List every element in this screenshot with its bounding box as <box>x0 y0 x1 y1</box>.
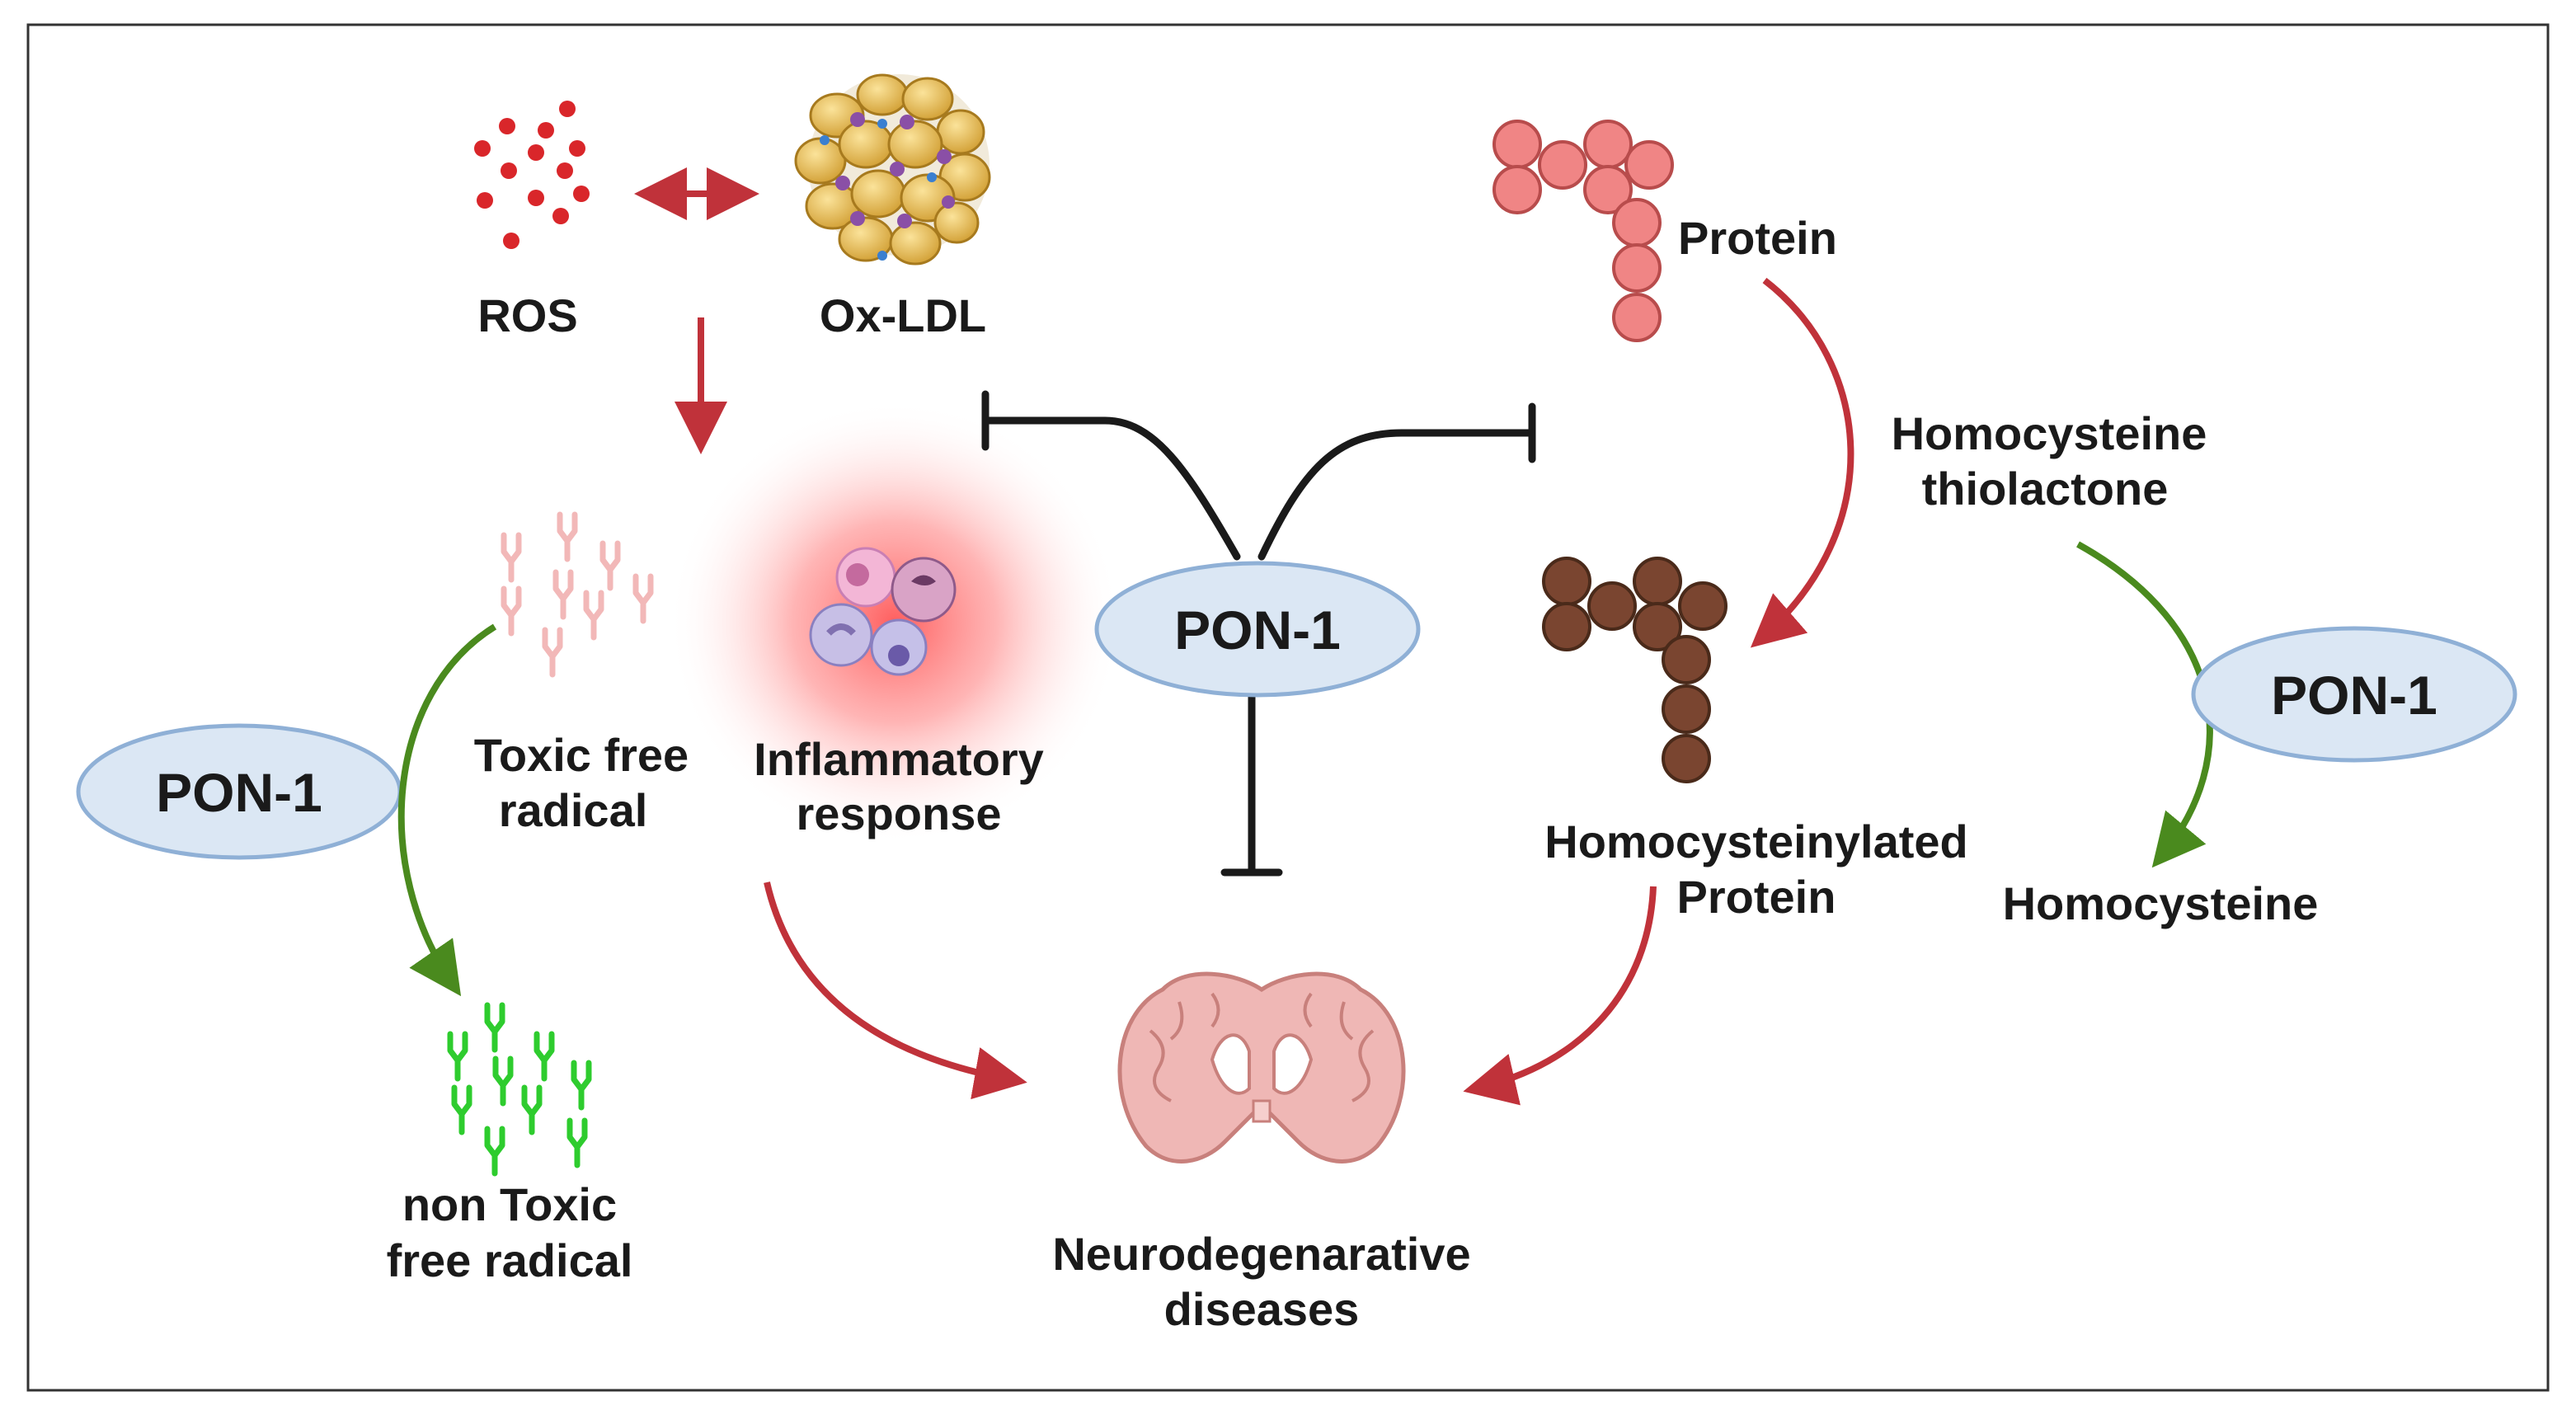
figure-frame <box>26 23 2550 1392</box>
toxic-free-radical-label-line1: Toxic free <box>474 729 689 781</box>
homocysteinylated-protein-chain-icon <box>1542 557 1728 783</box>
homocysteinylated-label-line1: Homocysteinylated <box>1544 816 1968 867</box>
detox-green-arrow <box>397 623 497 997</box>
homocysteine-label: Homocysteine <box>2003 877 2319 929</box>
inflammatory-label-line1: Inflammatory <box>754 733 1044 785</box>
brain-icon <box>1117 971 1406 1163</box>
homocysteinylated-label-line2: Protein <box>1677 871 1836 923</box>
pon1-right-ellipse <box>2191 626 2517 763</box>
pon1-left-label: PON-1 <box>156 762 322 823</box>
nontoxic-label-line1: non Toxic <box>402 1178 617 1230</box>
pon1-center-ellipse <box>1094 561 1421 698</box>
homocysteinylated-to-brain-arrow <box>1463 886 1657 1106</box>
inflammation-to-brain-arrow <box>764 881 1027 1100</box>
protein-chain-icon <box>1492 120 1674 342</box>
inflammatory-label-line2: response <box>797 787 1002 839</box>
homocysteine-thiolactone-label-line2: thiolactone <box>1922 463 2169 515</box>
pon1-right-label: PON-1 <box>2271 665 2437 726</box>
protein-label: Protein <box>1678 212 1837 264</box>
ros-dots-icon <box>474 101 590 249</box>
nontoxic-label-line2: free radical <box>387 1234 633 1286</box>
toxic-free-radical-label-line2: radical <box>499 784 648 836</box>
homocysteine-thiolactone-label-line1: Homocysteine <box>1892 407 2207 459</box>
protein-to-homocysteinylated-arrow <box>1750 277 1854 648</box>
neuro-label-line1: Neurodegenarative <box>1052 1228 1470 1280</box>
inhibition-lines <box>981 390 1536 877</box>
ox-ldl-particle-icon <box>794 73 991 266</box>
ox-ldl-label: Ox-LDL <box>820 289 986 341</box>
ros-label: ROS <box>477 289 577 341</box>
inflammatory-cells-icon <box>668 400 1121 845</box>
pon1-center-label: PON-1 <box>1174 599 1341 660</box>
neuro-label-line2: diseases <box>1164 1283 1360 1335</box>
